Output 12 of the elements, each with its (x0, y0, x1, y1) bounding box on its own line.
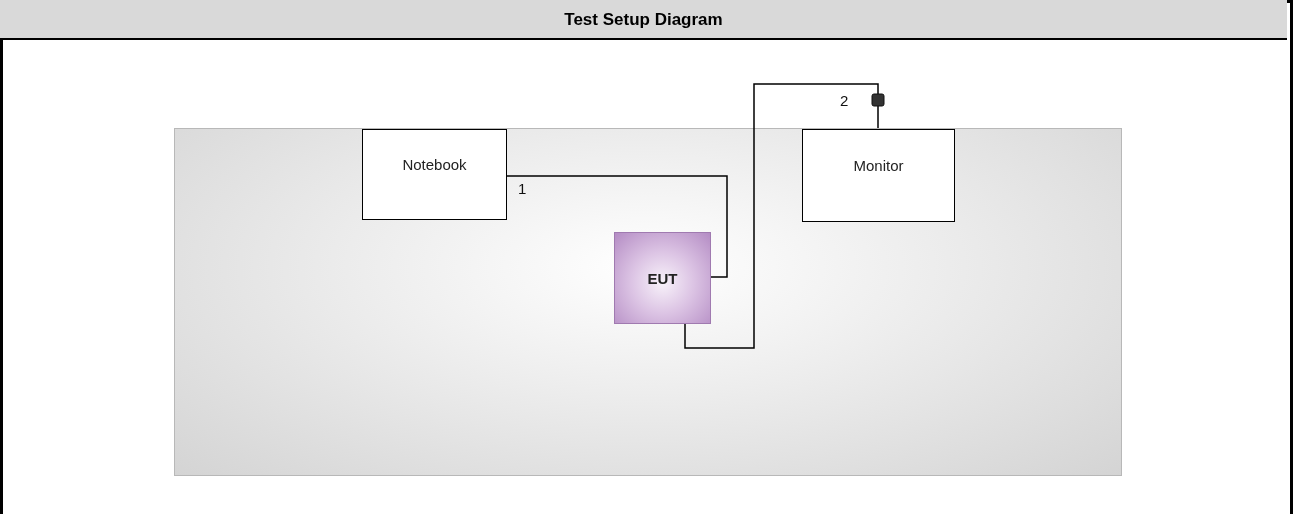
device-label: Notebook (402, 156, 467, 173)
cable-number: 2 (840, 92, 849, 109)
device-label: EUT (647, 269, 678, 287)
device-label: Monitor (853, 157, 904, 174)
cable-line (684, 83, 885, 349)
cable-number: 1 (518, 180, 527, 197)
cable-line (505, 175, 728, 278)
test-table-area (174, 128, 1122, 476)
device-box (362, 129, 507, 220)
device-box (802, 129, 955, 222)
diagram-title: Test Setup Diagram (564, 10, 723, 30)
eut-box (614, 232, 711, 324)
